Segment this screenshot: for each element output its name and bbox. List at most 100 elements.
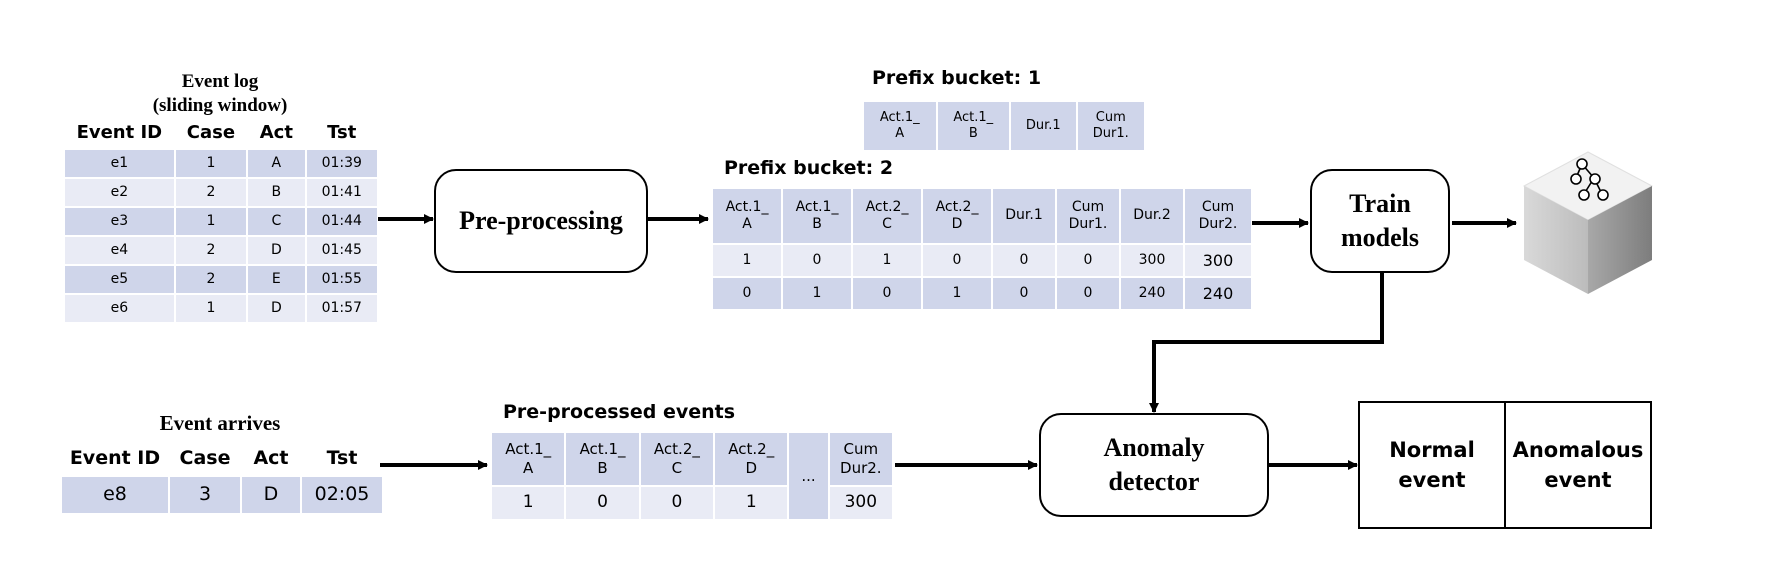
table-cell: D bbox=[248, 237, 305, 264]
table-row: e6 1 D 01:57 bbox=[65, 295, 377, 322]
preprocessed-col-act1a: Act.1_A bbox=[492, 433, 565, 485]
header-line: Dur1. bbox=[1092, 126, 1129, 141]
table-cell: 0 bbox=[640, 487, 714, 519]
bucket2-col-dur1: Dur.1 bbox=[993, 189, 1055, 243]
bucket2-col-act1b: Act.1_B bbox=[783, 189, 851, 243]
header-line: Act.1_ bbox=[725, 198, 769, 215]
table-row: 0 1 0 1 0 0 240 240 bbox=[713, 278, 1251, 309]
header-line: Act.2_ bbox=[728, 440, 775, 459]
anomalous-event-line2: event bbox=[1544, 468, 1612, 492]
preprocessed-col-act1b: Act.1_B bbox=[566, 433, 639, 485]
preprocessed-col-act2d: Act.2_D bbox=[715, 433, 788, 485]
bucket2-col-act2c: Act.2_C bbox=[853, 189, 921, 243]
ellipsis-label: ... bbox=[801, 466, 816, 485]
header-line: D bbox=[745, 459, 758, 477]
header-line: Act.2_ bbox=[935, 198, 979, 215]
table-cell: 0 bbox=[783, 245, 851, 276]
table-cell: 0 bbox=[993, 245, 1055, 276]
header-line: Dur2. bbox=[1198, 216, 1238, 232]
preprocessing-box: Pre-processing bbox=[434, 169, 648, 273]
table-cell: 2 bbox=[175, 179, 247, 206]
normal-event-line1: Normal bbox=[1389, 438, 1475, 462]
arrival-col-event-id: Event ID bbox=[69, 447, 161, 470]
table-cell: 300 bbox=[1185, 245, 1251, 276]
bucket1-title: Prefix bucket: 1 bbox=[872, 67, 1042, 89]
table-cell: 1 bbox=[923, 278, 991, 309]
header-line: Dur2. bbox=[840, 459, 882, 477]
table-cell: D bbox=[242, 477, 300, 513]
table-cell: C bbox=[248, 208, 305, 235]
decision-tree-cube-icon bbox=[1522, 151, 1654, 294]
table-row: e5 2 E 01:55 bbox=[65, 266, 377, 293]
table-cell: 0 bbox=[1057, 245, 1119, 276]
table-cell: e3 bbox=[65, 208, 174, 235]
table-cell: 0 bbox=[993, 278, 1055, 309]
table-cell: 01:45 bbox=[306, 237, 377, 264]
table-row: 1 0 0 1 300 bbox=[492, 487, 892, 519]
event-log-col-tst: Tst bbox=[327, 121, 357, 143]
header-line: Dur1. bbox=[1068, 216, 1108, 232]
header-line: Cum bbox=[1201, 198, 1235, 215]
table-cell: 0 bbox=[1057, 278, 1119, 309]
preprocessed-events-title: Pre-processed events bbox=[503, 401, 736, 423]
table-cell: 1 bbox=[783, 278, 851, 309]
header-line: Cum bbox=[1071, 198, 1105, 215]
table-cell: e5 bbox=[65, 266, 174, 293]
header-line: B bbox=[968, 126, 978, 141]
table-row: e1 1 A 01:39 bbox=[65, 150, 377, 177]
event-log-title: Event log (sliding window) bbox=[120, 70, 320, 118]
table-cell: 1 bbox=[492, 487, 565, 519]
event-arrives-title: Event arrives bbox=[159, 411, 281, 435]
table-cell: 01:41 bbox=[306, 179, 377, 206]
header-line: Act.1_ bbox=[953, 109, 994, 125]
anomalous-event-cell: Anomalous event bbox=[1506, 403, 1650, 527]
header-line: Cum bbox=[843, 440, 879, 459]
header-line: Act.1_ bbox=[879, 109, 920, 125]
table-row: e8 3 D 02:05 bbox=[62, 477, 382, 513]
table-cell: 300 bbox=[829, 487, 892, 519]
table-cell: 1 bbox=[715, 487, 788, 519]
table-cell: A bbox=[248, 150, 305, 177]
anomaly-detector-line1: Anomaly bbox=[1103, 433, 1205, 462]
header-line: Cum bbox=[1095, 109, 1126, 125]
event-log-col-case: Case bbox=[186, 121, 236, 143]
table-cell: 0 bbox=[923, 245, 991, 276]
bucket2-table: Act.1_A Act.1_B Act.2_C Act.2_D Dur.1 Cu… bbox=[711, 187, 1253, 311]
header-line: Act.2_ bbox=[653, 440, 700, 459]
table-row: e3 1 C 01:44 bbox=[65, 208, 377, 235]
table-cell: e2 bbox=[65, 179, 174, 206]
table-cell: 01:57 bbox=[306, 295, 377, 322]
table-cell: 01:55 bbox=[306, 266, 377, 293]
header-line: Act.1_ bbox=[579, 440, 626, 459]
event-log-col-event-id: Event ID bbox=[76, 121, 163, 143]
normal-event-cell: Normal event bbox=[1360, 403, 1506, 527]
anomaly-detector-box: Anomaly detector bbox=[1039, 413, 1269, 517]
table-cell: B bbox=[248, 179, 305, 206]
event-arrives-table: Event ID Case Act Tst e8 3 D 02:05 bbox=[60, 441, 384, 515]
anomalous-event-line1: Anomalous bbox=[1512, 438, 1644, 462]
header-line: Act.1_ bbox=[505, 440, 552, 459]
header-line: Dur.1 bbox=[1005, 207, 1043, 224]
table-cell: 3 bbox=[170, 477, 240, 513]
table-cell: 2 bbox=[175, 237, 247, 264]
header-line: Act.2_ bbox=[865, 198, 909, 215]
table-cell: D bbox=[248, 295, 305, 322]
bucket1-col-act1a: Act.1_A bbox=[864, 102, 936, 150]
table-cell: 0 bbox=[713, 278, 781, 309]
train-models-box: Train models bbox=[1310, 169, 1450, 273]
train-models-line1: Train bbox=[1349, 189, 1411, 218]
table-cell: 01:39 bbox=[306, 150, 377, 177]
header-line: A bbox=[895, 126, 905, 141]
table-cell: 02:05 bbox=[302, 477, 382, 513]
header-line: C bbox=[671, 459, 683, 477]
detection-output-box: Normal event Anomalous event bbox=[1358, 401, 1652, 529]
preprocessed-col-act2c: Act.2_C bbox=[640, 433, 714, 485]
table-cell: E bbox=[248, 266, 305, 293]
arrival-col-act: Act bbox=[253, 447, 289, 470]
event-log-col-act: Act bbox=[259, 121, 293, 143]
table-cell: 2 bbox=[175, 266, 247, 293]
